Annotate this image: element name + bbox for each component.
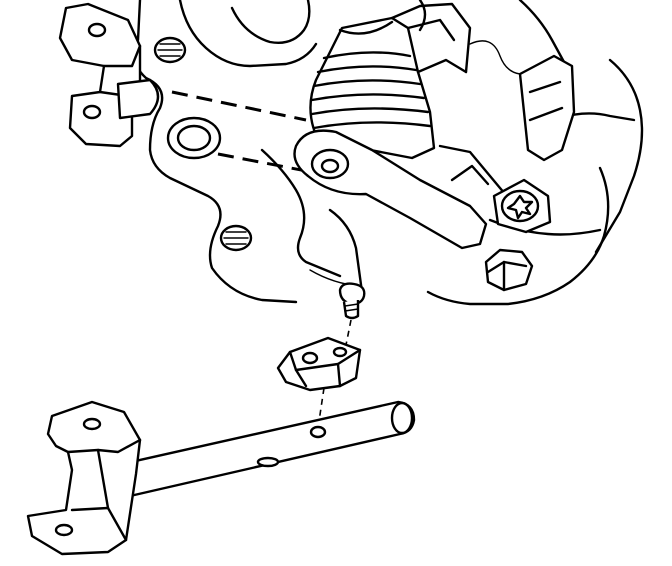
hex-bolt [484,248,534,292]
shaft-bore-seal [166,116,222,160]
shift-rod [120,400,416,498]
threaded-hole-top [153,36,187,64]
upper-bracket [58,2,160,148]
side-connector [469,40,576,162]
shift-lever-boot [309,0,472,160]
threaded-hole-bottom [219,224,253,252]
torx-bolt [492,178,552,234]
shift-arm [293,129,512,250]
lower-bracket [26,400,142,556]
clamp-block [276,336,362,392]
transmission-housing [133,0,644,306]
retaining-screw [338,282,366,320]
